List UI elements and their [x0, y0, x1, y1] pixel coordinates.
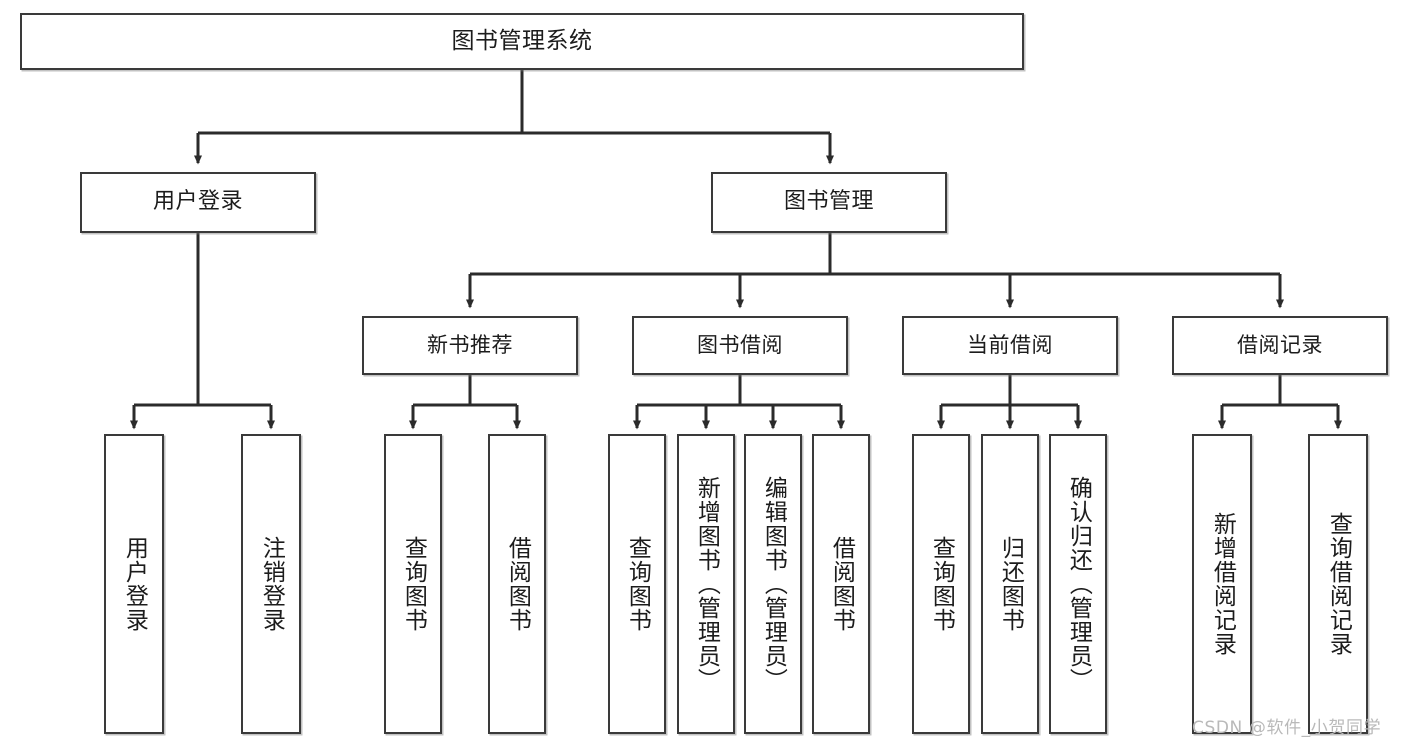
leaf-book-borrow-add[interactable]: 新增图书（管理员）	[677, 434, 735, 734]
node-label: 借阅记录	[1237, 332, 1323, 357]
node-book-borrow[interactable]: 图书借阅	[632, 316, 848, 375]
node-new-book-recommend[interactable]: 新书推荐	[362, 316, 578, 375]
node-label: 新增图书（管理员）	[693, 476, 720, 692]
node-label: 查询借阅记录	[1325, 512, 1352, 656]
node-current-borrow[interactable]: 当前借阅	[902, 316, 1118, 375]
node-label: 图书管理	[783, 189, 874, 215]
leaf-borrow-record-query[interactable]: 查询借阅记录	[1308, 434, 1368, 734]
node-label: 当前借阅	[967, 332, 1053, 357]
node-root-system[interactable]: 图书管理系统	[20, 13, 1024, 70]
leaf-new-book-borrow[interactable]: 借阅图书	[488, 434, 546, 734]
node-label: 归还图书	[997, 536, 1024, 632]
node-label: 图书管理系统	[451, 27, 593, 54]
leaf-book-borrow-edit[interactable]: 编辑图书（管理员）	[744, 434, 802, 734]
leaf-current-borrow-query[interactable]: 查询图书	[912, 434, 970, 734]
node-label: 查询图书	[400, 536, 427, 632]
leaf-book-borrow-query[interactable]: 查询图书	[608, 434, 666, 734]
node-book-management[interactable]: 图书管理	[711, 172, 947, 233]
node-label: 查询图书	[928, 536, 955, 632]
watermark-csdn: CSDN @软件_小贺同学	[1192, 718, 1382, 738]
node-label: 确认归还（管理员）	[1065, 476, 1092, 692]
node-user-login[interactable]: 用户登录	[80, 172, 316, 233]
node-label: 借阅图书	[828, 536, 855, 632]
leaf-user-login-logout[interactable]: 注销登录	[241, 434, 301, 734]
leaf-borrow-record-add[interactable]: 新增借阅记录	[1192, 434, 1252, 734]
node-label: 新增借阅记录	[1209, 512, 1236, 656]
node-label: 借阅图书	[504, 536, 531, 632]
leaf-book-borrow-borrow[interactable]: 借阅图书	[812, 434, 870, 734]
node-borrow-record[interactable]: 借阅记录	[1172, 316, 1388, 375]
node-label: 查询图书	[624, 536, 651, 632]
node-label: 用户登录	[152, 189, 243, 215]
node-label: 新书推荐	[427, 332, 513, 357]
leaf-current-borrow-confirm-return[interactable]: 确认归还（管理员）	[1049, 434, 1107, 734]
leaf-current-borrow-return[interactable]: 归还图书	[981, 434, 1039, 734]
node-label: 编辑图书（管理员）	[760, 476, 787, 692]
leaf-new-book-query[interactable]: 查询图书	[384, 434, 442, 734]
node-label: 用户登录	[121, 536, 148, 632]
node-label: 图书借阅	[697, 332, 783, 357]
leaf-user-login-login[interactable]: 用户登录	[104, 434, 164, 734]
node-label: 注销登录	[258, 536, 285, 632]
